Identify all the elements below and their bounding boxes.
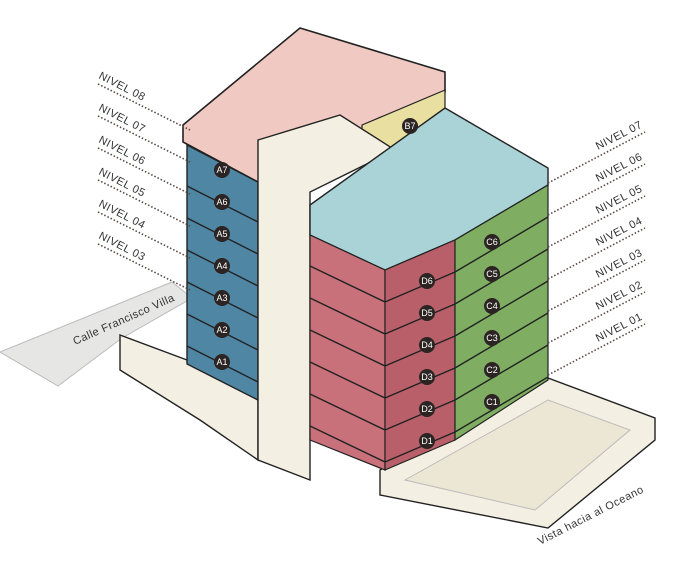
floor-line [454, 280, 549, 337]
unit-label: A6 [216, 197, 227, 207]
unit-badge: A7 [214, 162, 230, 178]
unit-badge: A1 [214, 354, 230, 370]
level-label-right: NIVEL 01 [594, 311, 645, 345]
street-area [0, 281, 193, 387]
level-leader-right [547, 323, 646, 376]
unit-badge: A5 [214, 226, 230, 242]
level-leader-right [547, 259, 646, 312]
level-label-left: NIVEL 04 [97, 198, 148, 232]
level-label-right: NIVEL 03 [594, 247, 645, 281]
level-leader-right [547, 195, 646, 248]
unit-label: D1 [421, 436, 433, 446]
floor-line [309, 393, 386, 431]
unit-label: A3 [216, 293, 227, 303]
unit-badge: C4 [484, 298, 500, 314]
level-label-right: NIVEL 06 [594, 151, 645, 185]
unit-label: A1 [216, 357, 227, 367]
level-label-left: NIVEL 07 [97, 102, 148, 136]
core-cream [257, 114, 397, 482]
unit-badge: A4 [214, 258, 230, 274]
unit-badge: A3 [214, 290, 230, 306]
unit-badge: D4 [419, 337, 435, 353]
block-d-front [309, 234, 386, 471]
level-label-right: NIVEL 07 [594, 119, 645, 153]
floor-line [384, 367, 456, 399]
unit-badge: D1 [419, 433, 435, 449]
unit-badge: C6 [484, 234, 500, 250]
unit-label: A7 [216, 165, 227, 175]
floor-line [454, 248, 549, 305]
unit-label: C5 [486, 269, 498, 279]
unit-badge: C2 [484, 362, 500, 378]
unit-label: D4 [421, 340, 433, 350]
floor-line [454, 216, 549, 273]
unit-label: B7 [404, 121, 415, 131]
floor-line [384, 399, 456, 431]
level-label-left: NIVEL 06 [97, 134, 148, 168]
floor-line [454, 312, 549, 369]
level-label-left: NIVEL 03 [97, 230, 148, 264]
floor-line [384, 303, 456, 335]
unit-label: D3 [421, 372, 433, 382]
unit-label: A5 [216, 229, 227, 239]
floor-line [384, 431, 456, 463]
unit-label: C3 [486, 333, 498, 343]
level-label-right: NIVEL 02 [594, 279, 645, 313]
unit-badge: C3 [484, 330, 500, 346]
floor-line [309, 329, 386, 367]
unit-label: C4 [486, 301, 498, 311]
floor-line [309, 297, 386, 335]
block-c-green [454, 183, 549, 442]
floor-line [309, 361, 386, 399]
floor-line [309, 425, 386, 463]
level-leader-right [547, 131, 646, 184]
unit-badge: B7 [402, 118, 418, 134]
floor-line [384, 271, 456, 303]
unit-label: C6 [486, 237, 498, 247]
unit-label: A4 [216, 261, 227, 271]
level-label-left: NIVEL 08 [97, 70, 148, 104]
level-label-left: NIVEL 05 [97, 166, 148, 200]
unit-label: D6 [421, 276, 433, 286]
floor-line [454, 344, 549, 401]
unit-badge: D6 [419, 273, 435, 289]
unit-badge: A6 [214, 194, 230, 210]
unit-badge: D5 [419, 305, 435, 321]
unit-badge: D2 [419, 401, 435, 417]
unit-badge: D3 [419, 369, 435, 385]
level-leader-right [547, 227, 646, 280]
block-d-side [384, 239, 456, 471]
floor-line [384, 335, 456, 367]
level-label-right: NIVEL 05 [594, 183, 645, 217]
plaza [403, 399, 631, 511]
floor-line [309, 265, 386, 303]
unit-label: C1 [486, 397, 498, 407]
unit-label: C2 [486, 365, 498, 375]
unit-badge: C1 [484, 394, 500, 410]
unit-label: D5 [421, 308, 433, 318]
level-leader-right [547, 291, 646, 344]
unit-badge: A2 [214, 322, 230, 338]
unit-label: A2 [216, 325, 227, 335]
unit-badge: C5 [484, 266, 500, 282]
level-leader-right [547, 163, 646, 216]
floor-line [454, 376, 549, 433]
level-label-right: NIVEL 04 [594, 215, 645, 249]
unit-label: D2 [421, 404, 433, 414]
